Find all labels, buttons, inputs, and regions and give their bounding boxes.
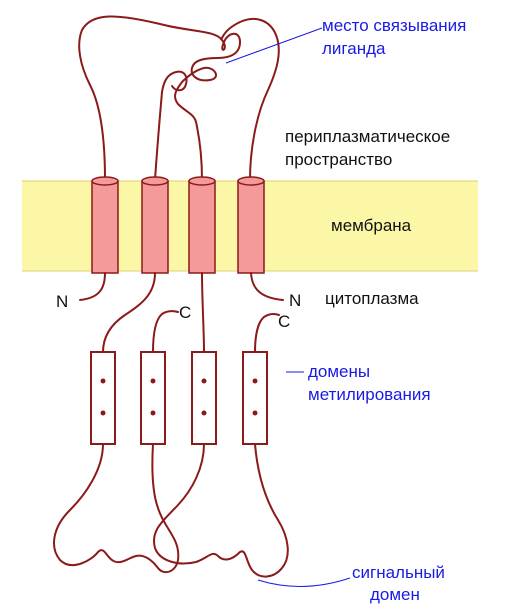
ligand-site-label-line1: место связывания [322, 16, 466, 35]
methylation-label-line2: метилирования [308, 385, 431, 404]
c-terminus-4-label: C [278, 312, 290, 331]
cytoplasm-label: цитоплазма [325, 289, 419, 308]
transmembrane-helix-1 [91, 176, 119, 274]
n-terminus-left-tail [79, 272, 106, 301]
transmembrane-helix-3 [188, 176, 216, 274]
ligand-site-leader [225, 27, 323, 64]
transmembrane-helix-4 [237, 176, 265, 274]
periplasmic-loop-right [221, 17, 280, 181]
methylation-domain-3 [191, 351, 217, 445]
methylation-domain-4 [242, 351, 268, 445]
methylation-domain-1 [90, 351, 116, 445]
cytoplasmic-linker-1 [102, 272, 156, 353]
methylation-label-line1: домены [308, 362, 370, 381]
membrane-label: мембрана [331, 216, 412, 235]
n-terminus-right-tail [250, 272, 284, 301]
ligand-site-label-line2: лиганда [322, 39, 386, 58]
cytoplasmic-linker-3 [201, 272, 205, 353]
periplasm-label-line1: периплазматическое [285, 127, 450, 146]
c-terminus-2-label: C [179, 303, 191, 322]
c-terminus-2-tail [152, 310, 179, 353]
transmembrane-helix-2 [141, 176, 169, 274]
n-terminus-left-label: N [56, 292, 68, 311]
methylation-domain-2 [140, 351, 166, 445]
periplasm-label-line2: пространство [285, 150, 392, 169]
signal-label-line1: сигнальный [352, 563, 445, 582]
c-terminus-4-tail [254, 313, 280, 353]
periplasmic-strand-2 [154, 70, 188, 181]
n-terminus-right-label: N [289, 291, 301, 310]
signal-loop-left [53, 443, 180, 574]
periplasmic-loop-left [78, 15, 241, 181]
signal-leader [257, 577, 351, 587]
signal-label-line2: домен [370, 585, 420, 604]
signal-loop-right [152, 443, 289, 578]
